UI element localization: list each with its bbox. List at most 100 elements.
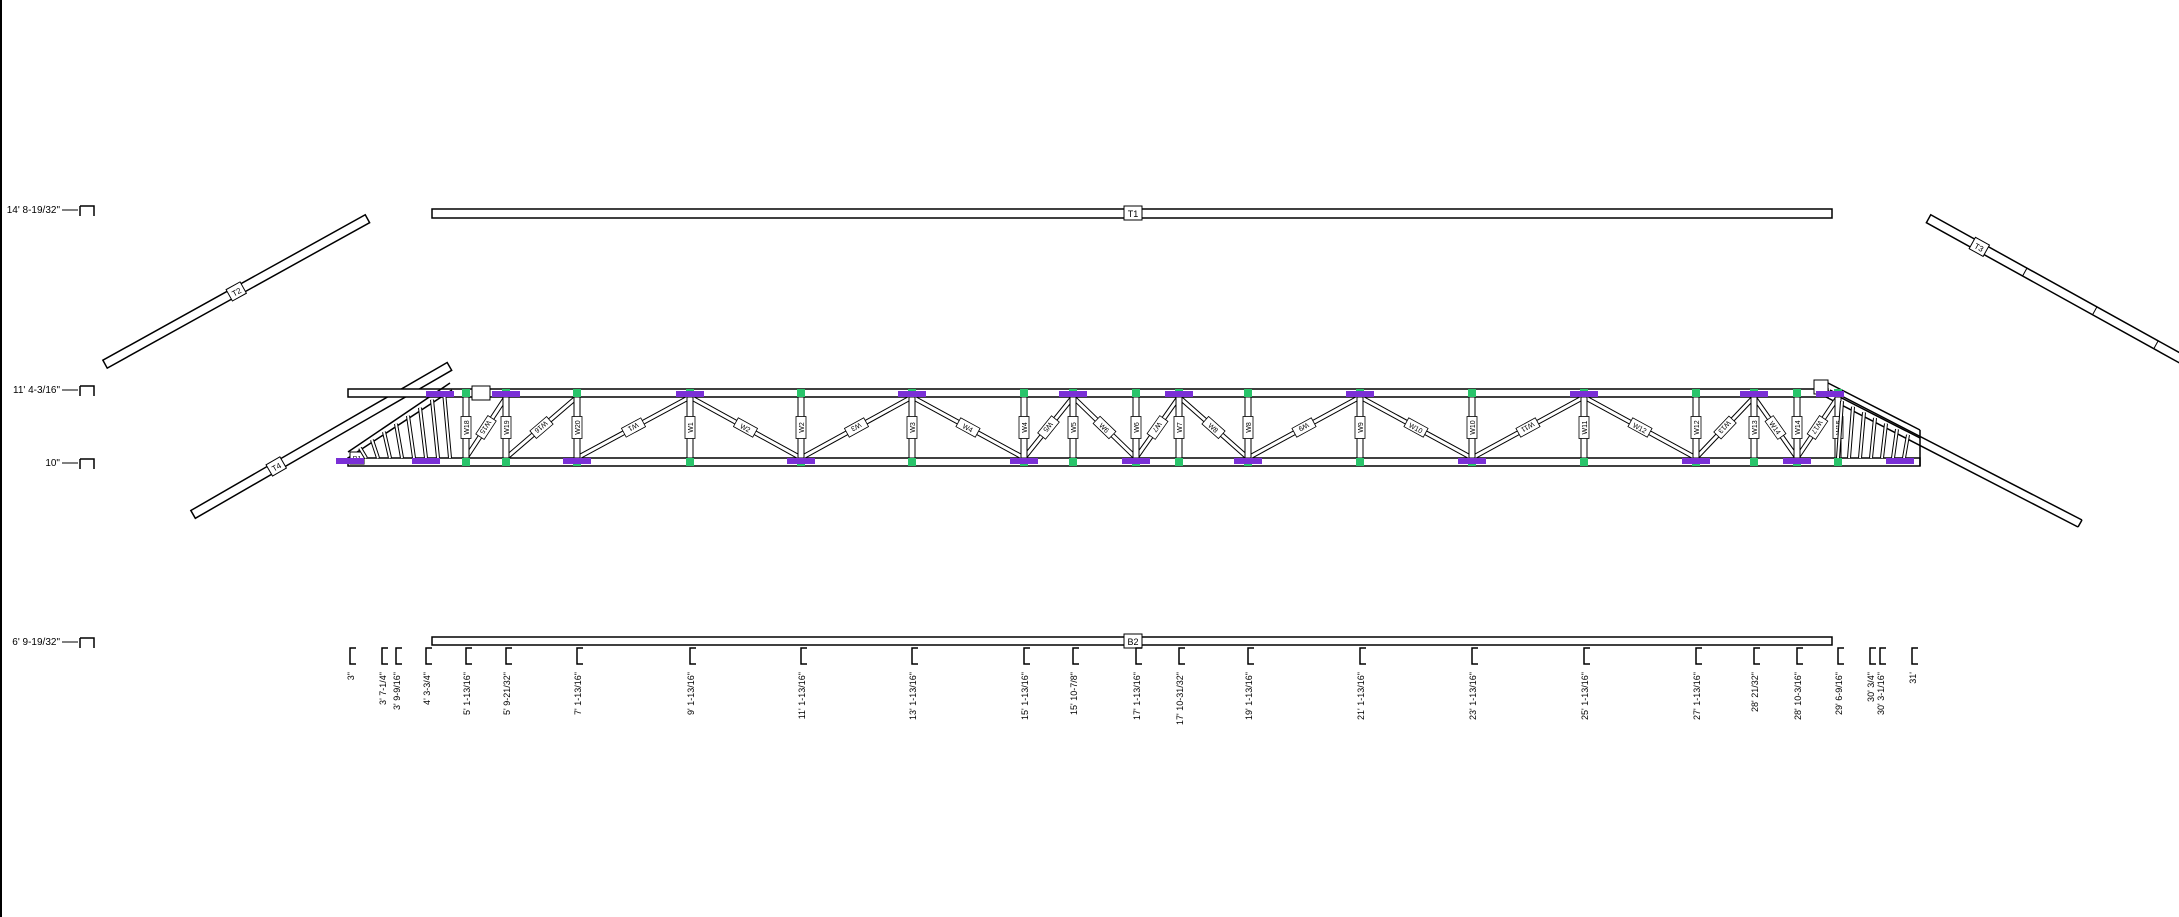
vertical-web: W4 xyxy=(1018,389,1030,466)
dimension-marker: 15' 1-13/16" xyxy=(1020,647,1030,720)
web-label: W19 xyxy=(504,420,511,435)
diagonal-web: W11 xyxy=(1470,394,1586,461)
dimension-label: 17' 1-13/16" xyxy=(1132,672,1142,720)
dimension-marker: 9' 1-13/16" xyxy=(686,647,696,715)
end-web xyxy=(394,423,404,459)
dimension-label: 15' 10-7/8" xyxy=(1069,672,1079,715)
vertical-web: W6 xyxy=(1130,389,1142,466)
end-web xyxy=(1836,400,1844,459)
dimension-marker: 28' 10-3/16" xyxy=(1793,647,1803,720)
bottom-chord-member: B2 xyxy=(431,633,1833,649)
web-label: W3 xyxy=(849,421,862,432)
dimension-label: 4' 3-3/4" xyxy=(422,672,432,705)
right-top-chord-member: T3 xyxy=(1925,213,2179,370)
diagonal-web: W5 xyxy=(1022,395,1075,460)
dimension-label: 9' 1-13/16" xyxy=(686,672,696,715)
diagonal-web: W9 xyxy=(1246,394,1362,461)
dimension-label: 7' 1-13/16" xyxy=(573,672,583,715)
web-label: W18 xyxy=(464,420,471,435)
member-label: T2 xyxy=(230,286,243,299)
web-label: W4 xyxy=(1022,422,1029,433)
dimension-marker: 17' 10-31/32" xyxy=(1175,647,1185,725)
gusset-plate xyxy=(1346,391,1374,397)
diagonal-web: W2 xyxy=(688,394,803,461)
gusset-plate xyxy=(492,391,520,397)
end-web xyxy=(1880,423,1888,459)
diagonal-web: W10 xyxy=(1358,394,1474,461)
diagonal-web: W7 xyxy=(1133,395,1182,460)
dimension-marker: 15' 10-7/8" xyxy=(1069,647,1079,715)
vertical-web: W19 xyxy=(500,389,512,466)
diagonal-web: W17 xyxy=(1794,395,1841,460)
dimension-marker: 25' 1-13/16" xyxy=(1580,647,1590,720)
web-label: W5 xyxy=(1071,422,1078,433)
dimension-marker: 31' xyxy=(1908,647,1918,684)
dimension-marker: 3" xyxy=(346,647,356,680)
dimension-marker: 5' 1-13/16" xyxy=(462,647,472,715)
web-label: W9 xyxy=(1297,421,1310,432)
gusset-plate xyxy=(1059,391,1087,397)
web-label: W2 xyxy=(799,422,806,433)
vertical-web: W18 xyxy=(460,389,472,466)
gusset-plate xyxy=(1886,458,1914,464)
truss-assembly: B1 W1W2W3W4W5W6W7W8W9W10W11W12W13W14W15W… xyxy=(336,379,1921,467)
dimension-label: 23' 1-13/16" xyxy=(1468,672,1478,720)
web-label: W1 xyxy=(688,422,695,433)
member-label: B2 xyxy=(1127,637,1138,647)
dimension-marker: 23' 1-13/16" xyxy=(1468,647,1478,720)
diagonal-web: W14 xyxy=(1751,395,1800,460)
diagonal-web: W1 xyxy=(575,394,692,461)
dimension-marker: 29' 6-9/16" xyxy=(1834,647,1844,715)
diagonal-web: W16 xyxy=(504,395,579,460)
level-marker-1: 14' 8-19/32" xyxy=(7,205,95,216)
gusset-plate xyxy=(563,458,591,464)
web-label: W12 xyxy=(1694,420,1701,435)
dimension-label: 25' 1-13/16" xyxy=(1580,672,1590,720)
end-web xyxy=(370,439,380,459)
dimension-marker: 7' 1-13/16" xyxy=(573,647,583,715)
gusset-plate xyxy=(412,458,440,464)
end-web xyxy=(406,415,416,459)
level-label: 14' 8-19/32" xyxy=(7,205,61,216)
diagonal-web: W8 xyxy=(1177,395,1250,460)
gusset-plate xyxy=(1458,458,1486,464)
gusset-plate xyxy=(426,391,454,397)
web-label: W4 xyxy=(961,423,974,434)
level-marker-4: 6' 9-19/32" xyxy=(12,637,95,648)
dimension-label: 19' 1-13/16" xyxy=(1244,672,1254,720)
member-label: T1 xyxy=(1128,209,1139,219)
vertical-web: W10 xyxy=(1466,389,1478,466)
gusset-plate xyxy=(1570,391,1598,397)
dimension-label: 31' xyxy=(1908,672,1918,684)
vertical-web: W7 xyxy=(1173,389,1185,466)
gusset-plate xyxy=(1783,458,1811,464)
top-chord-member: T1 xyxy=(431,205,1833,221)
level-label: 10" xyxy=(45,458,60,469)
end-web xyxy=(1858,412,1866,459)
gusset-plate xyxy=(336,458,364,464)
dimension-label: 11' 1-13/16" xyxy=(797,672,807,719)
dimension-label: 15' 1-13/16" xyxy=(1020,672,1030,720)
web-label: W13 xyxy=(1752,420,1759,435)
web-label: W10 xyxy=(1470,420,1477,435)
vertical-web: W14 xyxy=(1791,389,1803,466)
dimension-marker: 27' 1-13/16" xyxy=(1692,647,1702,720)
bottom-dimensions: 3"3' 7-1/4"3' 9-9/16"4' 3-3/4"5' 1-13/16… xyxy=(346,647,1918,725)
level-label: 11' 4-3/16" xyxy=(13,385,60,396)
dimension-marker: 17' 1-13/16" xyxy=(1132,647,1142,720)
web-label: W7 xyxy=(1150,420,1162,433)
diagonal-web: W12 xyxy=(1582,394,1698,461)
web-label: W8 xyxy=(1246,422,1253,433)
vertical-web: W11 xyxy=(1578,389,1590,466)
level-label: 6' 9-19/32" xyxy=(12,637,60,648)
dimension-marker: 5' 9-21/32" xyxy=(502,647,512,715)
dimension-label: 29' 6-9/16" xyxy=(1834,672,1844,715)
dimension-label: 3' 7-1/4" xyxy=(378,672,388,705)
dimension-label: 28' 10-3/16" xyxy=(1793,672,1803,720)
right-lower-chord-edge xyxy=(1825,396,2079,528)
dimension-label: 27' 1-13/16" xyxy=(1692,672,1702,720)
truss-top-chord xyxy=(347,388,1829,398)
dimension-label: 30' 3-1/16" xyxy=(1876,672,1886,715)
diagonal-web: W13 xyxy=(1694,395,1756,460)
